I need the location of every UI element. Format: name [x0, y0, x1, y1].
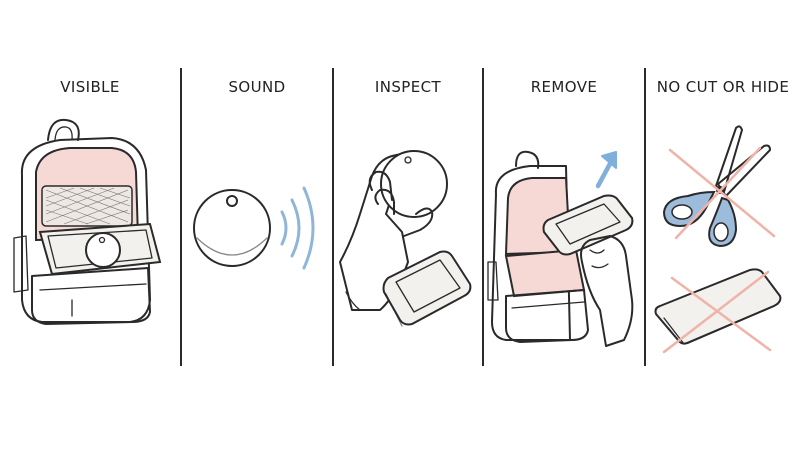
backpack-with-tracker-icon	[13, 118, 162, 325]
tracker-tag-icon	[193, 189, 271, 267]
panel-title-visible: VISIBLE	[60, 78, 120, 96]
panel-divider	[482, 68, 484, 366]
crossed-scissors-icon	[662, 125, 776, 248]
panel-title-no-cut-or-hide: NO CUT OR HIDE	[656, 78, 790, 96]
hand-removing-tray-icon	[542, 194, 634, 347]
sound-waves-icon	[280, 186, 315, 270]
panel-title-remove: REMOVE	[530, 78, 598, 96]
up-arrow-icon	[595, 151, 617, 189]
panel-title-sound: SOUND	[228, 78, 286, 96]
panel-divider	[180, 68, 182, 366]
panel-divider	[644, 68, 646, 366]
panel-divider	[332, 68, 334, 366]
panel-title-inspect: INSPECT	[374, 78, 442, 96]
crossed-card-icon	[654, 268, 782, 354]
plastic-tray-icon	[382, 250, 472, 327]
